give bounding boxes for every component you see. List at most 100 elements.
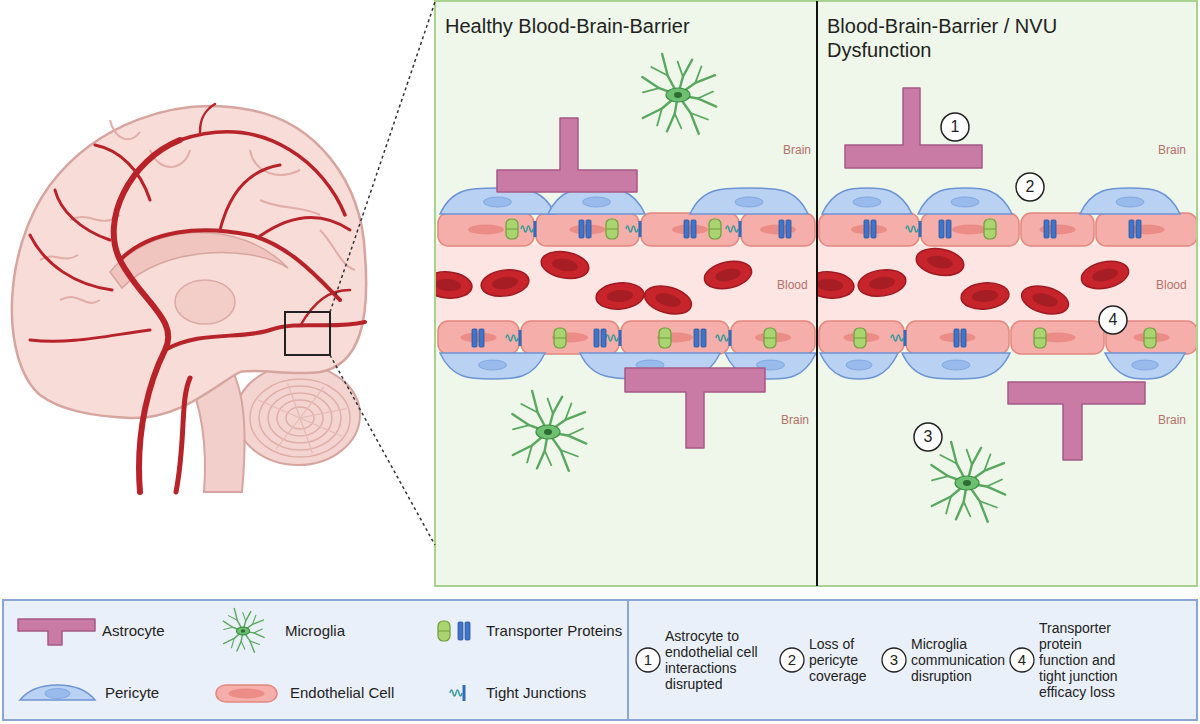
microglia-branch xyxy=(513,425,529,429)
endothelial-cell xyxy=(438,213,534,246)
endothelial-cell xyxy=(621,321,729,354)
tight-junction xyxy=(506,335,518,341)
key-item: 3Microglia communication disruption xyxy=(881,636,1011,684)
rbc-center xyxy=(972,289,999,303)
pericyte-shape xyxy=(20,685,95,700)
pericyte-nucleus xyxy=(1132,360,1159,370)
microglia-branch xyxy=(232,638,235,647)
microglia-cell xyxy=(931,442,1005,522)
endothelial-cell xyxy=(536,213,639,246)
microglia-nucleus xyxy=(241,629,245,632)
pericyte-nucleus xyxy=(942,360,970,370)
red-blood-cell xyxy=(595,281,645,311)
microglia-soma xyxy=(536,425,560,439)
endothelial-cell xyxy=(921,213,1019,246)
vessel-panel xyxy=(818,88,1196,522)
transporter-green-line xyxy=(984,229,996,230)
transporter-blue xyxy=(1051,220,1056,238)
pericyte-shape xyxy=(440,353,545,379)
rbc-body xyxy=(856,267,907,299)
cerebellum-branch xyxy=(258,400,300,418)
legend-ground xyxy=(3,600,1197,720)
region-label: Blood xyxy=(777,278,808,292)
microglia-branch xyxy=(698,92,713,99)
vessel-lumen xyxy=(436,244,816,323)
astrocyte-shape xyxy=(845,88,982,168)
microglia-branch xyxy=(984,454,990,471)
transporter-blue xyxy=(1129,220,1134,238)
microglia-branch xyxy=(946,496,951,513)
transporter-blue xyxy=(601,329,606,347)
key-number: 1 xyxy=(635,647,661,673)
transporter-blue xyxy=(472,329,477,347)
transporter-blue xyxy=(694,329,699,347)
zoom-line xyxy=(330,355,435,545)
microglia-branch xyxy=(252,615,255,624)
region-label: Brain xyxy=(783,143,811,157)
transporter-blue xyxy=(779,220,784,238)
pericyte-nucleus xyxy=(735,197,763,207)
rbc-body xyxy=(914,245,966,279)
microglia-branch xyxy=(568,429,583,436)
tight-junction-bar xyxy=(739,221,742,237)
gyrus xyxy=(60,297,100,303)
red-blood-cell xyxy=(856,267,907,299)
key-description: Transporter protein function and tight j… xyxy=(1039,620,1133,700)
key-description: Loss of pericyte coverage xyxy=(809,636,871,684)
microglia-soma xyxy=(666,88,690,102)
endothelial-cell xyxy=(819,213,919,246)
microglia-branch xyxy=(932,476,948,480)
legend-text: Pericyte xyxy=(105,684,159,701)
microglia-cell xyxy=(642,54,716,134)
tight-junction xyxy=(726,226,738,232)
callout-ring xyxy=(1099,306,1127,334)
astrocyte-shape xyxy=(497,118,637,192)
red-blood-cell xyxy=(436,270,473,300)
microglia-branch xyxy=(250,641,260,645)
callout-circle: 3 xyxy=(913,422,943,452)
endothelial-cell xyxy=(438,321,519,354)
artery xyxy=(176,378,190,492)
tight-junction xyxy=(716,335,728,341)
artery xyxy=(180,132,345,215)
microglia-branch xyxy=(565,403,571,420)
rbc-center xyxy=(818,278,843,292)
key-item: 2Loss of pericyte coverage xyxy=(779,636,873,684)
pericyte-nucleus xyxy=(583,197,611,207)
pericyte-shape xyxy=(820,353,898,379)
microglia-branch xyxy=(964,502,971,517)
transporter-blue xyxy=(701,329,706,347)
microglia-branch xyxy=(657,108,662,125)
callout-number: 3 xyxy=(913,422,943,452)
gyrus xyxy=(320,230,355,270)
gyrus xyxy=(110,120,140,139)
transporter-blue xyxy=(586,220,591,238)
transporter-green xyxy=(709,219,721,239)
microglia-branch xyxy=(678,62,683,77)
grounds xyxy=(3,1,1197,720)
red-blood-cell xyxy=(818,270,855,300)
endothelial-nucleus xyxy=(672,225,708,235)
pericyte-nucleus xyxy=(846,360,872,370)
tight-junction xyxy=(906,226,918,232)
artery xyxy=(165,322,365,350)
tight-junction-bar xyxy=(919,221,922,237)
pericyte-nucleus xyxy=(853,197,881,207)
tight-junction-bar xyxy=(729,330,732,346)
endothelial-nucleus xyxy=(229,689,265,699)
microglia-branch xyxy=(651,67,667,76)
transporter-green-line xyxy=(1144,338,1156,339)
rbc-body xyxy=(595,281,645,311)
panel-ground xyxy=(435,1,1197,586)
key-ring xyxy=(882,648,906,672)
zoom-box xyxy=(285,312,330,355)
rbc-body xyxy=(1018,281,1071,319)
legend-divider xyxy=(627,600,629,720)
tight-junction-bar xyxy=(534,221,537,237)
pericyte-nucleus xyxy=(951,197,979,207)
pericyte-shape xyxy=(918,188,1012,214)
microglia-cell xyxy=(223,608,264,652)
zoom-line xyxy=(330,2,435,312)
artery xyxy=(95,145,150,200)
